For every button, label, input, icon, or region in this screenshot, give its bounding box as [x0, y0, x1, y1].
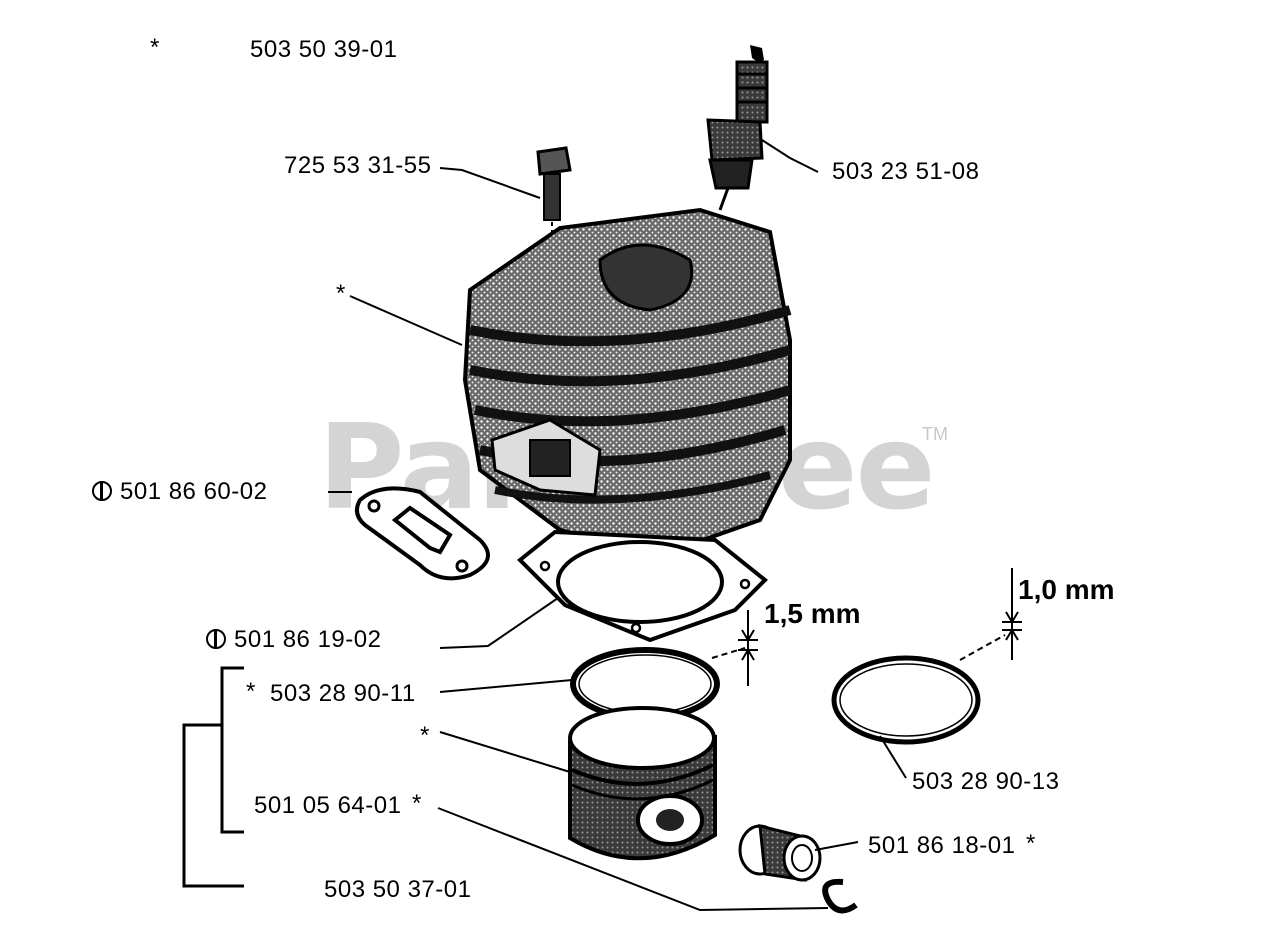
dimension-label-1-5mm: 1,5 mm: [764, 598, 861, 629]
dimension-label-1-0mm: 1,0 mm: [1018, 574, 1115, 605]
part-number-base-gasket: 501 86 19-02: [206, 626, 381, 654]
star-marker-piston-2: *: [412, 790, 422, 817]
circlip: [822, 878, 858, 914]
needle-bearing: [738, 824, 822, 882]
star-marker-needle-bearing: *: [1026, 830, 1036, 857]
part-number-muffler-gasket: 501 86 60-02: [92, 478, 267, 506]
cylinder: [462, 207, 792, 558]
part-number-needle-bearing: 501 86 18-01: [868, 832, 1016, 859]
leader-lines: [328, 139, 1006, 912]
service-symbol-icon: [92, 481, 112, 501]
piston: [568, 706, 717, 861]
muffler-gasket: [354, 486, 490, 581]
kit-brackets: [182, 666, 244, 888]
part-number-piston-ring-right: 503 28 90-13: [912, 768, 1060, 795]
spark-plug: [706, 45, 769, 211]
service-symbol-icon: [206, 629, 226, 649]
part-number-kit: 503 50 39-01: [250, 36, 398, 63]
dimension-1-5mm: [738, 610, 758, 686]
base-gasket: [517, 529, 768, 643]
star-marker-piston: *: [420, 722, 430, 749]
star-marker-cylinder: *: [336, 280, 346, 307]
part-number-piston-kit: 503 50 37-01: [324, 876, 472, 903]
dimension-1-0mm: [1002, 568, 1022, 660]
star-marker: *: [150, 34, 160, 61]
part-number-bolt: 725 53 31-55: [284, 152, 432, 179]
part-number-piston-ring: 503 28 90-11: [270, 680, 416, 707]
trademark-mark: TM: [922, 424, 948, 444]
part-number-spark-plug: 503 23 51-08: [832, 158, 980, 185]
piston-ring-right: [831, 655, 981, 745]
part-number-piston: 501 05 64-01: [254, 792, 402, 819]
star-marker-piston-ring: *: [246, 678, 256, 705]
